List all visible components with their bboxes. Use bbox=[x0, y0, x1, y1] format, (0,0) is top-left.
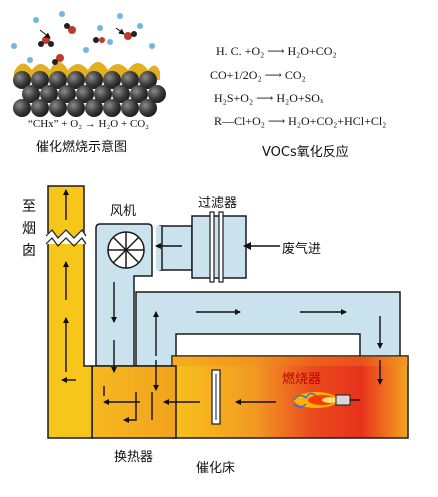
filter-label: 过滤器 bbox=[198, 196, 238, 211]
reaction-3: H₂S+O₂ ⟶ H₂O+SOₓ bbox=[214, 91, 324, 105]
reaction-2: CO+1/2O₂ ⟶ CO₂ bbox=[210, 68, 306, 82]
reaction-1: H. C. +O₂ ⟶ H₂O+CO₂ bbox=[216, 44, 337, 58]
waste-gas-label: 废气进 bbox=[282, 242, 322, 257]
vocs-caption: VOCs氧化反应 bbox=[262, 145, 349, 160]
chimney-label: 至 烟 囱 bbox=[22, 196, 36, 262]
inlet-duct bbox=[156, 225, 193, 271]
burner-icon bbox=[293, 392, 360, 408]
burner-label: 燃烧器 bbox=[282, 372, 322, 387]
chimney-char-2: 烟 bbox=[22, 221, 36, 237]
fan-icon bbox=[107, 231, 145, 269]
heat-exchanger-label: 换热器 bbox=[114, 450, 154, 465]
catalyst-bed-label: 催化床 bbox=[196, 461, 236, 476]
molecules bbox=[11, 11, 155, 65]
filter-icon bbox=[191, 211, 247, 283]
reaction-4: R—Cl+O₂ ⟶ H₂O+CO₂+HCl+Cl₂ bbox=[214, 114, 387, 128]
flow-arrows bbox=[61, 189, 383, 423]
catalyst-ball-pile bbox=[13, 71, 166, 117]
catalyst-caption: 催化燃烧示意图 bbox=[36, 140, 128, 155]
main-chamber bbox=[171, 355, 409, 439]
chimney-char-1: 至 bbox=[22, 199, 36, 215]
chimney-stack bbox=[44, 185, 93, 439]
fan-label: 风机 bbox=[110, 204, 137, 219]
catalyst-equation: “CHx” + O₂ → H₂O + CO₂ bbox=[28, 118, 150, 130]
chimney-char-3: 囱 bbox=[22, 243, 36, 259]
catalyst-bed-plate bbox=[211, 369, 221, 425]
